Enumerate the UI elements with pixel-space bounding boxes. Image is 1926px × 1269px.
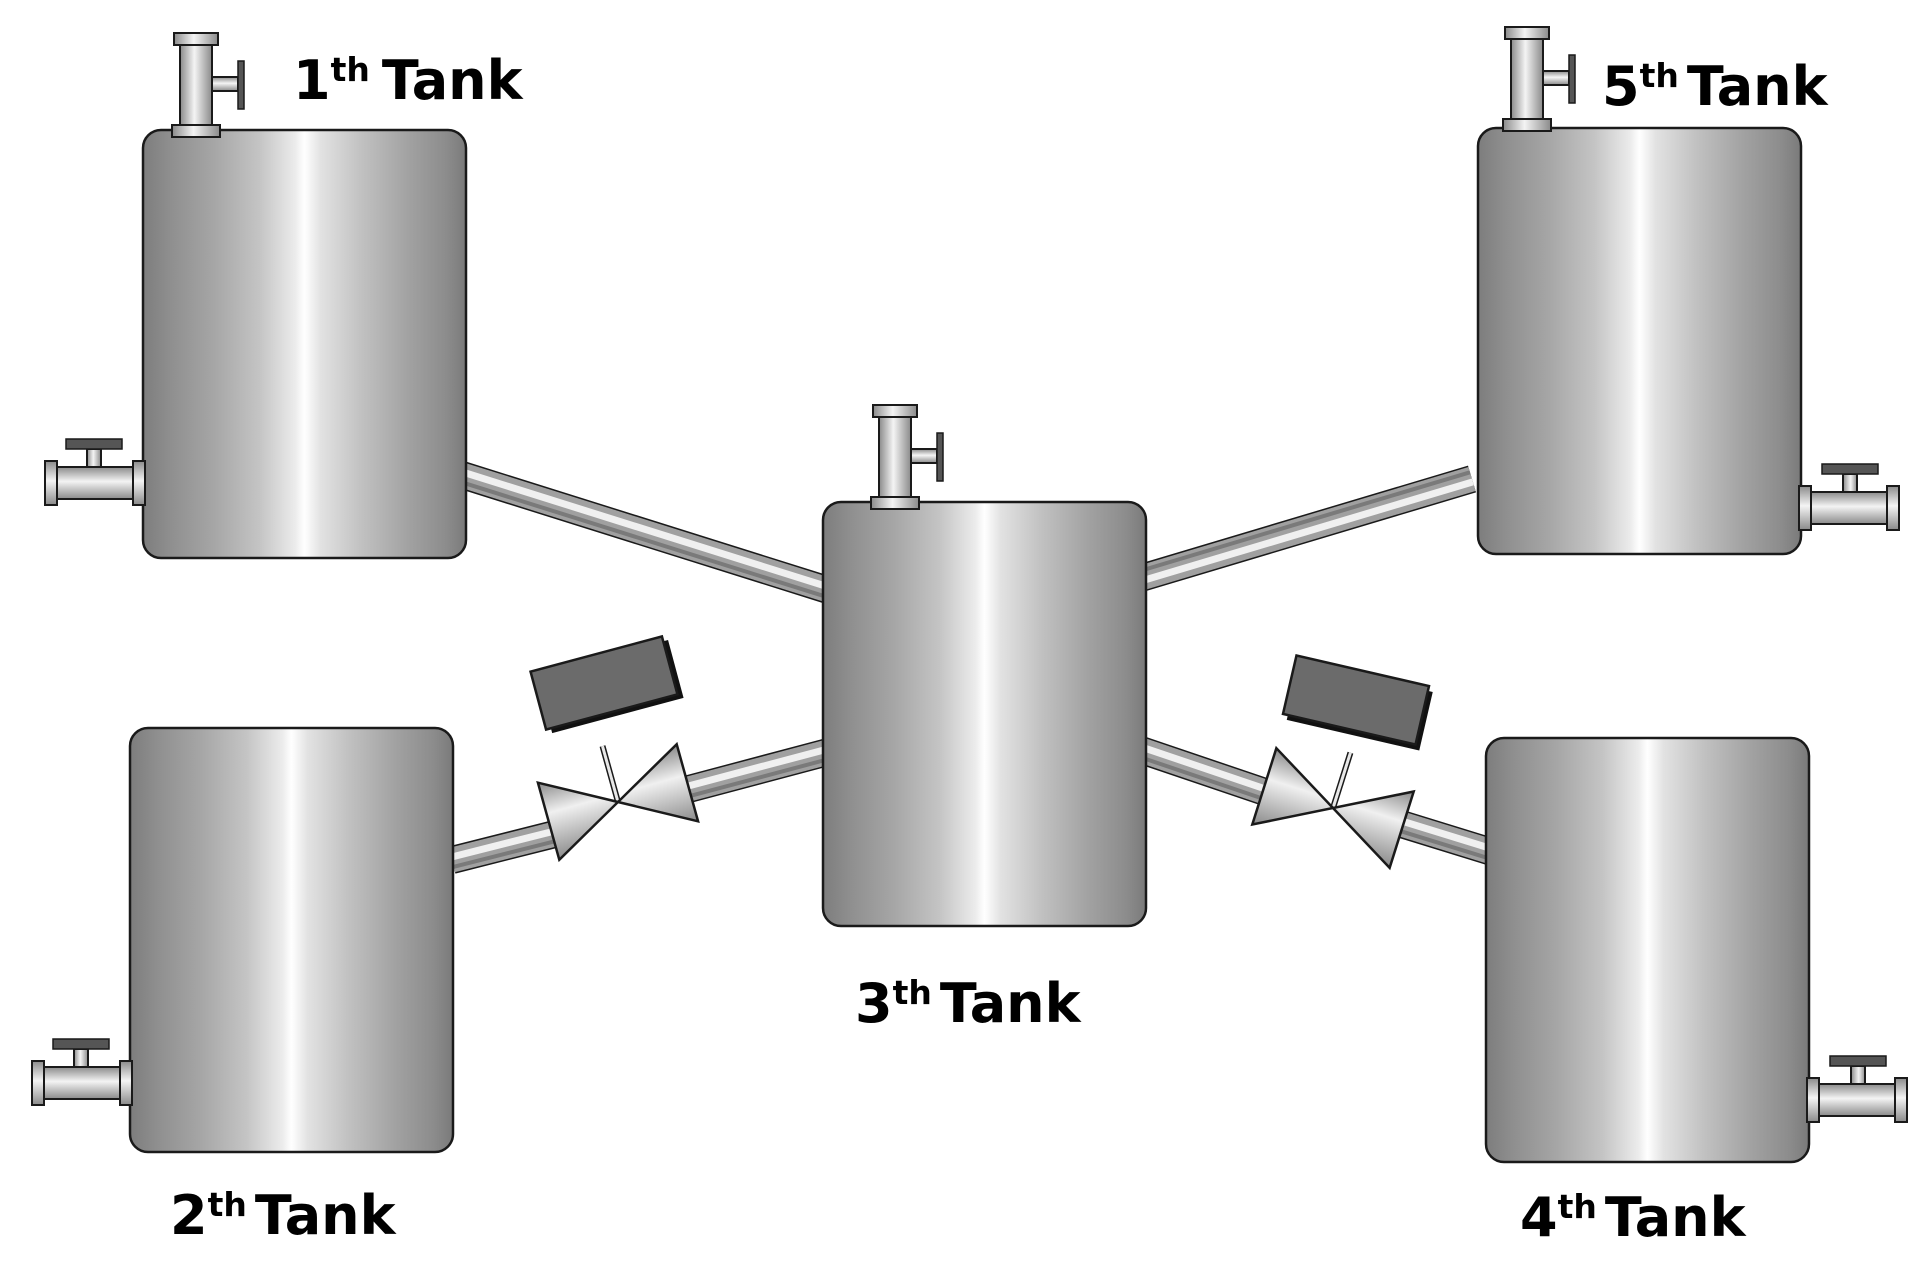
pipe-tank-5-tank-3-0-highlight bbox=[1140, 478, 1474, 585]
pipe-tank-4-tank-3-1-shade bbox=[1395, 827, 1491, 861]
pipe-tank-2-tank-3-1-highlight bbox=[683, 745, 829, 791]
tank-1-drain-valve bbox=[44, 438, 146, 506]
tank-3-top-valve-base bbox=[870, 496, 920, 510]
tank-4-drain-valve bbox=[1806, 1055, 1908, 1123]
tank-5-drain-valve-flange bbox=[1886, 485, 1900, 531]
tank-4-drain-valve-pipe bbox=[1818, 1083, 1896, 1117]
tank-3-top-valve-cap bbox=[872, 404, 918, 418]
tank-5-drain-valve bbox=[1798, 463, 1900, 531]
pipe-tank-4-tank-3-0-highlight bbox=[1140, 743, 1268, 793]
control-valve-tank-4-stem bbox=[1331, 752, 1352, 809]
control-valve-tank-4 bbox=[1250, 745, 1416, 871]
tank-3-top-valve bbox=[870, 404, 944, 510]
tank-1-top-valve-handwheel bbox=[237, 60, 245, 110]
control-valve-tank-4-actuator-body bbox=[1281, 653, 1431, 747]
tank-5-body bbox=[1476, 126, 1803, 556]
tank-5-top-valve-stem bbox=[1510, 38, 1544, 120]
tank-1-drain-valve-collar bbox=[132, 460, 146, 506]
control-valve-tank-2-stem bbox=[601, 745, 620, 803]
tank-4-drain-valve-flange bbox=[1894, 1077, 1908, 1123]
control-valve-tank-2 bbox=[536, 741, 700, 863]
tank-5-top-valve-base bbox=[1502, 118, 1552, 132]
control-valve-tank-2-actuator-body bbox=[529, 634, 679, 732]
tank-4-drain-valve-collar bbox=[1806, 1077, 1820, 1123]
tank-3-top-valve-stem bbox=[878, 416, 912, 498]
control-valve-tank-4-actuator bbox=[1281, 653, 1433, 751]
pipe-tank-4-tank-3-1-highlight bbox=[1397, 816, 1494, 853]
tank-3-body bbox=[821, 500, 1148, 928]
pipe-tank-1-tank-3-0-highlight bbox=[461, 468, 830, 591]
valves-layer bbox=[529, 634, 1433, 871]
pipe-tank-2-tank-3-1-shade bbox=[686, 756, 831, 799]
tank-5-drain-valve-collar bbox=[1798, 485, 1812, 531]
tank-1-drain-valve-pipe bbox=[56, 466, 134, 500]
tank-2-drain-valve-collar bbox=[119, 1060, 133, 1106]
taps-layer bbox=[31, 26, 1908, 1123]
tank-5-drain-valve-handwheel bbox=[1821, 463, 1879, 475]
tanks-layer bbox=[128, 126, 1811, 1164]
tank-5-drain-valve-stem bbox=[1842, 473, 1858, 493]
control-valve-tank-4-cone-right bbox=[1330, 789, 1416, 871]
tank-1-top-valve-cap bbox=[173, 32, 219, 46]
control-valve-tank-2-cone-left bbox=[536, 780, 621, 863]
tank-4-body bbox=[1484, 736, 1811, 1164]
tank-1-body bbox=[141, 128, 468, 560]
control-valve-tank-2-actuator bbox=[529, 634, 684, 734]
tank-2-drain-valve-handwheel bbox=[52, 1038, 110, 1050]
tank-5-top-valve-arm bbox=[1542, 70, 1570, 86]
tank-1-top-valve-arm bbox=[211, 76, 239, 92]
pipe-tank-1-tank-3-0-shade bbox=[459, 479, 827, 599]
tank-5-top-valve-handwheel bbox=[1568, 54, 1576, 104]
tank-3-top-valve-handwheel bbox=[936, 432, 944, 482]
tank-2-drain-valve bbox=[31, 1038, 133, 1106]
tank-5-drain-valve-pipe bbox=[1810, 491, 1888, 525]
pipes-layer bbox=[448, 461, 1497, 874]
tank-2-drain-valve-stem bbox=[73, 1048, 89, 1068]
pipe-tank-5-tank-3-0-shade bbox=[1138, 470, 1471, 574]
control-valve-tank-2-cone-right bbox=[615, 741, 700, 824]
pipe-tank-2-tank-3-0-highlight bbox=[450, 827, 556, 861]
tank-2-drain-valve-pipe bbox=[43, 1066, 121, 1100]
pipe-tank-4-tank-3-0-shade bbox=[1138, 754, 1264, 801]
tank-5-top-valve-cap bbox=[1504, 26, 1550, 40]
tank-4-drain-valve-stem bbox=[1850, 1065, 1866, 1085]
tank-1-drain-valve-flange bbox=[44, 460, 58, 506]
tank-1-top-valve-base bbox=[171, 124, 221, 138]
tank-1-drain-valve-handwheel bbox=[65, 438, 123, 450]
tank-1-top-valve bbox=[171, 32, 245, 138]
pipe-tank-2-tank-3-0-shade bbox=[453, 838, 558, 869]
tank-1-drain-valve-stem bbox=[86, 448, 102, 468]
tank-4-drain-valve-handwheel bbox=[1829, 1055, 1887, 1067]
tank-2-drain-valve-flange bbox=[31, 1060, 45, 1106]
tank-5-top-valve bbox=[1502, 26, 1576, 132]
control-valve-tank-4-cone-left bbox=[1250, 745, 1336, 827]
tank-3-top-valve-arm bbox=[910, 448, 938, 464]
tank-2-body bbox=[128, 726, 455, 1154]
tank-1-top-valve-stem bbox=[179, 44, 213, 126]
